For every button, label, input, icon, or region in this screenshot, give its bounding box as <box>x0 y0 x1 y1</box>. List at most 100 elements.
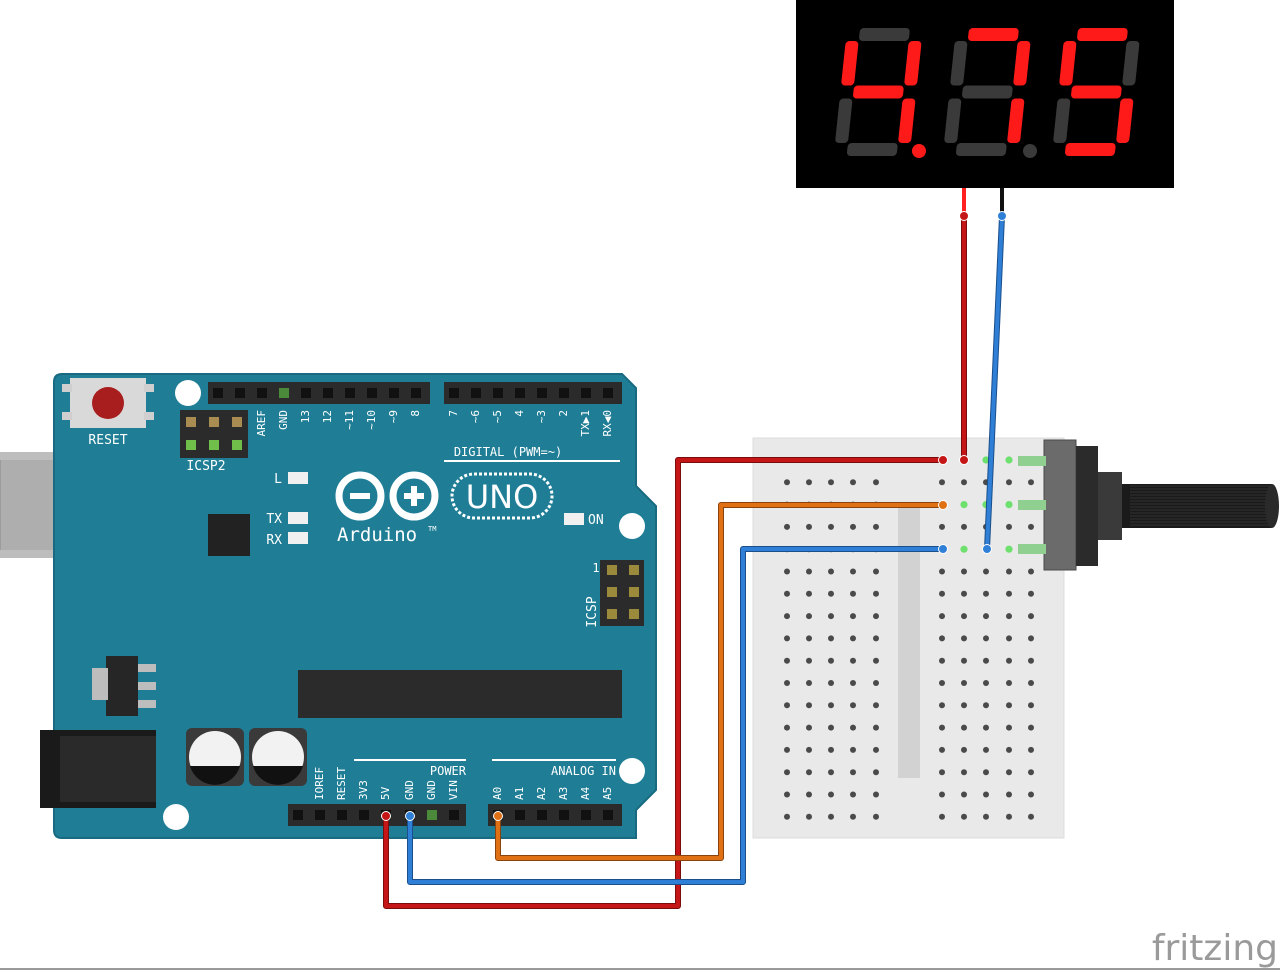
breadboard-hole[interactable] <box>784 479 790 486</box>
breadboard-hole[interactable] <box>806 724 812 731</box>
breadboard-hole[interactable] <box>1028 657 1034 664</box>
wire-end[interactable] <box>997 211 1007 221</box>
breadboard-hole[interactable] <box>806 613 812 620</box>
breadboard-hole[interactable] <box>983 769 989 776</box>
power-pin[interactable] <box>293 810 303 820</box>
breadboard-hole[interactable] <box>1005 456 1013 464</box>
breadboard-hole[interactable] <box>850 769 856 776</box>
breadboard-hole[interactable] <box>983 680 989 686</box>
breadboard-hole[interactable] <box>873 635 879 642</box>
breadboard-hole[interactable] <box>1028 635 1034 642</box>
digital-pin[interactable] <box>213 388 223 398</box>
breadboard-hole[interactable] <box>982 456 990 464</box>
breadboard-hole[interactable] <box>850 479 856 486</box>
breadboard-hole[interactable] <box>1006 724 1012 731</box>
breadboard-hole[interactable] <box>1006 680 1012 686</box>
breadboard-hole[interactable] <box>1006 568 1012 575</box>
breadboard-hole[interactable] <box>850 635 856 642</box>
breadboard-hole[interactable] <box>1028 702 1034 709</box>
breadboard-hole[interactable] <box>873 568 879 575</box>
digital-pin[interactable] <box>603 388 613 398</box>
breadboard-hole[interactable] <box>873 479 879 486</box>
breadboard-hole[interactable] <box>828 791 834 798</box>
breadboard-hole[interactable] <box>1006 635 1012 642</box>
breadboard-hole[interactable] <box>806 657 812 664</box>
wire-end[interactable] <box>938 500 948 510</box>
breadboard-hole[interactable] <box>1006 746 1012 753</box>
breadboard-hole[interactable] <box>850 791 856 798</box>
breadboard-hole[interactable] <box>850 590 856 597</box>
breadboard-hole[interactable] <box>873 702 879 709</box>
breadboard-hole[interactable] <box>961 680 967 686</box>
breadboard-hole[interactable] <box>806 568 812 575</box>
digital-pin[interactable] <box>515 388 525 398</box>
breadboard-hole[interactable] <box>828 680 834 686</box>
breadboard-hole[interactable] <box>1006 791 1012 798</box>
breadboard-hole[interactable] <box>961 813 967 820</box>
breadboard-hole[interactable] <box>873 590 879 597</box>
breadboard-hole[interactable] <box>960 501 968 509</box>
breadboard-hole[interactable] <box>873 769 879 776</box>
breadboard-hole[interactable] <box>873 813 879 820</box>
breadboard-hole[interactable] <box>784 680 790 686</box>
breadboard-hole[interactable] <box>806 813 812 820</box>
digital-pin[interactable] <box>537 388 547 398</box>
wire-end[interactable] <box>381 811 391 821</box>
breadboard-hole[interactable] <box>806 746 812 753</box>
breadboard-hole[interactable] <box>939 635 945 642</box>
breadboard-hole[interactable] <box>1005 545 1013 553</box>
power-pin[interactable] <box>315 810 325 820</box>
wire-end[interactable] <box>938 544 948 554</box>
breadboard-hole[interactable] <box>961 746 967 753</box>
breadboard-hole[interactable] <box>784 769 790 776</box>
breadboard-hole[interactable] <box>806 590 812 597</box>
breadboard-hole[interactable] <box>961 523 967 530</box>
breadboard-hole[interactable] <box>828 523 834 530</box>
breadboard-hole[interactable] <box>961 590 967 597</box>
digital-pin[interactable] <box>449 388 459 398</box>
analog-pin[interactable] <box>537 810 547 820</box>
breadboard-hole[interactable] <box>784 657 790 664</box>
breadboard-hole[interactable] <box>828 479 834 486</box>
breadboard-hole[interactable] <box>850 613 856 620</box>
breadboard-hole[interactable] <box>983 724 989 731</box>
breadboard-hole[interactable] <box>1006 479 1012 486</box>
breadboard-hole[interactable] <box>983 813 989 820</box>
breadboard-hole[interactable] <box>850 746 856 753</box>
breadboard-hole[interactable] <box>961 568 967 575</box>
breadboard-hole[interactable] <box>806 523 812 530</box>
breadboard-hole[interactable] <box>784 590 790 597</box>
breadboard-hole[interactable] <box>784 813 790 820</box>
breadboard-hole[interactable] <box>850 702 856 709</box>
breadboard-hole[interactable] <box>806 702 812 709</box>
wire-end[interactable] <box>959 455 969 465</box>
breadboard-hole[interactable] <box>850 568 856 575</box>
digital-pin[interactable] <box>389 388 399 398</box>
breadboard-hole[interactable] <box>961 635 967 642</box>
breadboard-hole[interactable] <box>1028 746 1034 753</box>
analog-pin[interactable] <box>515 810 525 820</box>
breadboard-hole[interactable] <box>784 746 790 753</box>
wire-end[interactable] <box>938 455 948 465</box>
breadboard-hole[interactable] <box>1028 813 1034 820</box>
digital-pin[interactable] <box>323 388 333 398</box>
breadboard-hole[interactable] <box>983 746 989 753</box>
digital-pin[interactable] <box>301 388 311 398</box>
digital-pin[interactable] <box>581 388 591 398</box>
breadboard-hole[interactable] <box>828 746 834 753</box>
breadboard-hole[interactable] <box>873 523 879 530</box>
breadboard-hole[interactable] <box>873 791 879 798</box>
breadboard-hole[interactable] <box>939 680 945 686</box>
reset-button[interactable] <box>62 378 154 428</box>
breadboard-hole[interactable] <box>873 724 879 731</box>
breadboard-hole[interactable] <box>983 657 989 664</box>
analog-pin[interactable] <box>559 810 569 820</box>
breadboard-hole[interactable] <box>961 724 967 731</box>
breadboard-hole[interactable] <box>983 791 989 798</box>
breadboard-hole[interactable] <box>961 702 967 709</box>
analog-pin[interactable] <box>581 810 591 820</box>
breadboard-hole[interactable] <box>961 479 967 486</box>
breadboard-hole[interactable] <box>828 813 834 820</box>
breadboard-hole[interactable] <box>850 724 856 731</box>
breadboard-hole[interactable] <box>828 590 834 597</box>
